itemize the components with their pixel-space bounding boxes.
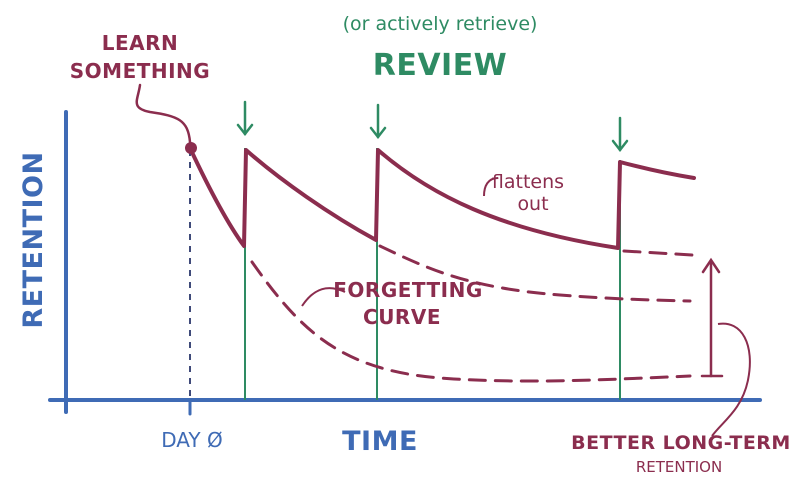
down-arrow-icon	[369, 103, 387, 140]
forgetting-label-line2: CURVE	[363, 305, 441, 329]
y-axis-label: RETENTION	[18, 151, 49, 328]
better-label-line2: RETENTION	[636, 458, 722, 476]
down-arrow-icon	[236, 100, 254, 137]
x-axis-label: TIME	[342, 426, 418, 457]
day-zero-label: DAY Ø	[161, 428, 223, 452]
forgetting-curve-2	[378, 244, 692, 303]
retention-curve	[188, 146, 696, 250]
forgetting-curve-1	[250, 260, 692, 383]
learn-label-line2: SOMETHING	[70, 59, 210, 83]
dot-icon	[185, 142, 197, 154]
forgetting-pointer	[301, 287, 346, 307]
better-retention-pointer	[711, 322, 751, 437]
learn-label-line1: LEARN	[102, 31, 179, 55]
learn-pointer-line	[135, 83, 192, 144]
review-title: REVIEW	[373, 48, 508, 83]
better-label-line1: BETTER LONG-TERM	[571, 432, 791, 454]
forgetting-label-line1: FORGETTING	[333, 278, 482, 302]
flattens-label-line1: flattens	[492, 171, 564, 193]
down-arrow-icon	[611, 116, 629, 153]
flattens-pointer	[483, 177, 499, 197]
forgetting-curve-3	[622, 249, 694, 257]
review-subtitle: (or actively retrieve)	[343, 13, 538, 35]
up-arrow-icon	[700, 257, 724, 378]
flattens-label-line2: out	[517, 193, 548, 215]
